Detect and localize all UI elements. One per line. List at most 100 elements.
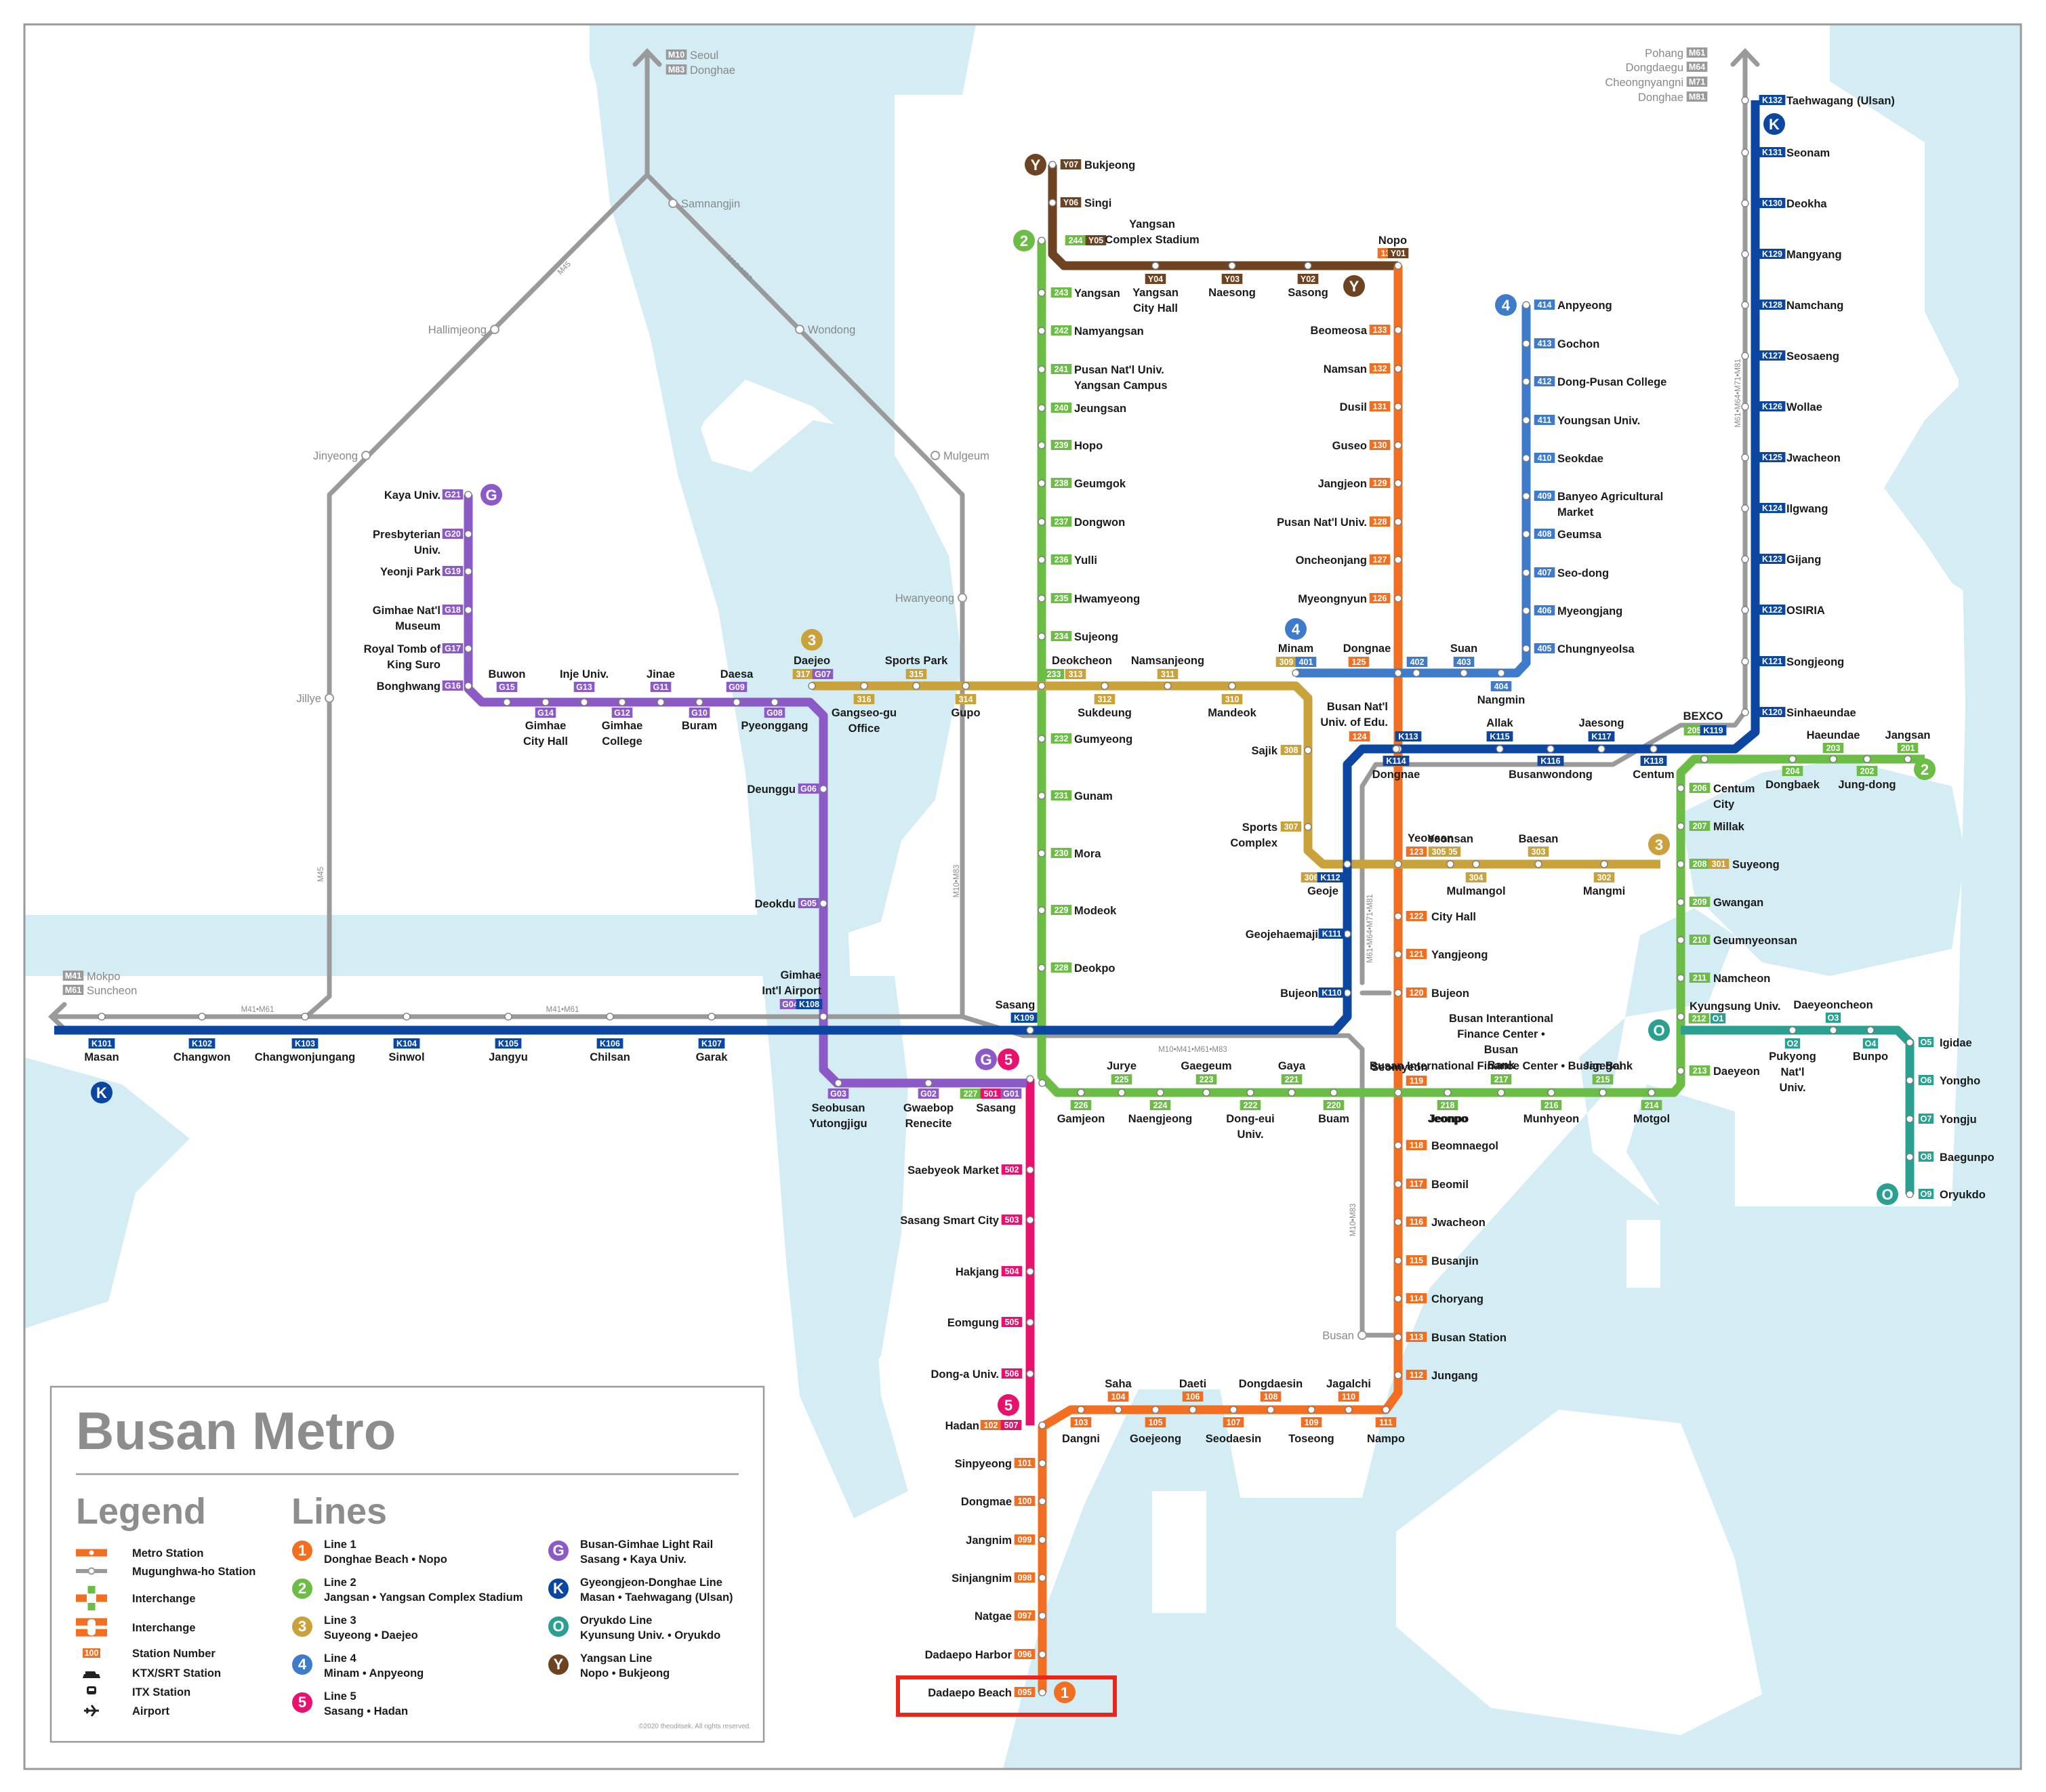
station-dot-daeyeon[interactable] — [1677, 1067, 1685, 1075]
mugunghwa-dot-jinyeong[interactable] — [361, 451, 371, 460]
mugunghwa-dot-samnangjin[interactable] — [668, 199, 678, 208]
station-dot-hakjang[interactable] — [1026, 1267, 1034, 1276]
mugunghwa-dot-jillye[interactable] — [325, 693, 334, 703]
station-dot-bexco[interactable] — [1700, 755, 1709, 763]
station-dot-millak[interactable] — [1677, 822, 1685, 830]
station-dot-dongnae[interactable] — [1392, 745, 1400, 753]
station-dot-hopo[interactable] — [1038, 441, 1046, 449]
station-dot-yeonji-park[interactable] — [464, 567, 472, 575]
station-dot-namsanjeong[interactable] — [1164, 682, 1172, 690]
station-dot-buwon[interactable] — [503, 698, 511, 706]
station-dot-buam[interactable] — [1330, 1088, 1338, 1097]
station-dot-deokcheon[interactable] — [1038, 682, 1046, 690]
station-dot-osiria[interactable] — [1741, 606, 1749, 614]
station-dot-jwacheon[interactable] — [1394, 1218, 1402, 1226]
station-dot-naengjeong[interactable] — [1156, 1088, 1164, 1097]
station-dot-busan-station[interactable] — [1394, 1333, 1402, 1341]
station-dot-seosaeng[interactable] — [1741, 352, 1749, 360]
station-dot-baegunpo[interactable] — [1906, 1153, 1914, 1161]
station-dot-gumyeong[interactable] — [1038, 735, 1046, 743]
station-dot-sujeong[interactable] — [1038, 632, 1046, 640]
station-dot-namyangsan[interactable] — [1038, 327, 1046, 335]
station-dot-seomyeon[interactable] — [1394, 1088, 1402, 1097]
station-dot-geumsa[interactable] — [1522, 530, 1530, 538]
station-dot-sajik[interactable] — [1304, 746, 1312, 754]
station-dot-jeonpo[interactable] — [1444, 1088, 1452, 1097]
station-dot-kyungsung-univ[interactable] — [1677, 1013, 1685, 1021]
station-dot-namsan[interactable] — [1394, 365, 1402, 373]
station-dot-myeongjang[interactable] — [1522, 607, 1530, 615]
station-dot-garak[interactable] — [708, 1013, 716, 1021]
station-dot-royal-tomb-of-king-suro[interactable] — [464, 645, 472, 653]
station-dot-sports-complex[interactable] — [1304, 823, 1312, 831]
station-dot-dangni[interactable] — [1077, 1406, 1085, 1414]
station-dot-yongju[interactable] — [1906, 1115, 1914, 1123]
station-dot-jinae[interactable] — [657, 698, 665, 706]
mugunghwa-dot-mulgeum[interactable] — [930, 451, 940, 460]
station-dot-guseo[interactable] — [1394, 441, 1402, 449]
station-dot-masan[interactable] — [98, 1013, 106, 1021]
station-dot-haeundae[interactable] — [1829, 755, 1837, 763]
station-dot-chilsan[interactable] — [606, 1013, 614, 1021]
station-dot-busanjin[interactable] — [1394, 1257, 1402, 1265]
station-dot-suan[interactable] — [1460, 669, 1468, 677]
station-dot-natgae[interactable] — [1038, 1612, 1046, 1620]
station-dot-daesa[interactable] — [733, 698, 741, 706]
station-dot-busanwondong[interactable] — [1547, 745, 1555, 753]
station-dot-jagalchi[interactable] — [1345, 1406, 1353, 1414]
station-dot-jung-dong[interactable] — [1863, 755, 1871, 763]
station-dot-dong-pusan-college[interactable] — [1522, 378, 1530, 386]
station-dot-sinpyeong[interactable] — [1038, 1459, 1046, 1467]
station-dot-ilgwang[interactable] — [1741, 504, 1749, 512]
station-dot-deokha[interactable] — [1741, 199, 1749, 207]
station-dot-singi[interactable] — [1048, 199, 1057, 207]
station-dot-songjeong[interactable] — [1741, 657, 1749, 666]
station-dot-geumnyeonsan[interactable] — [1677, 936, 1685, 944]
station-dot-yangsan[interactable] — [1038, 289, 1046, 297]
station-dot-bukjeong[interactable] — [1048, 161, 1057, 169]
station-dot-gunam[interactable] — [1038, 792, 1046, 800]
station-dot-dusil[interactable] — [1394, 403, 1402, 411]
station-dot-seobusan[interactable] — [834, 1079, 842, 1087]
station-dot-taehwagang[interactable] — [1741, 96, 1749, 104]
station-dot-geojehaemaji[interactable] — [1343, 930, 1351, 938]
station-dot-namchang[interactable] — [1741, 301, 1749, 309]
station-dot-banyeo-agricultural-market[interactable] — [1522, 492, 1530, 500]
station-dot-sinjangnim[interactable] — [1038, 1574, 1046, 1582]
station-dot-allak[interactable] — [1496, 745, 1504, 753]
station-dot-pusan-nat-l-univ[interactable] — [1394, 518, 1402, 526]
station-dot-jurye[interactable] — [1118, 1088, 1126, 1097]
station-dot-yeonsan[interactable] — [1446, 860, 1454, 868]
station-dot-hwamyeong[interactable] — [1038, 594, 1046, 603]
station-dot-naesong[interactable] — [1228, 262, 1236, 270]
station-dot-suyeong[interactable] — [1677, 860, 1685, 868]
station-dot-nopo[interactable] — [1394, 262, 1402, 270]
station-dot-sasang-k[interactable] — [1026, 1026, 1034, 1034]
station-dot-yangsan-city-hall[interactable] — [1151, 262, 1160, 270]
station-dot-dadaepo-beach[interactable] — [1038, 1688, 1046, 1696]
station-dot-nampo[interactable] — [1382, 1406, 1390, 1414]
station-dot-inje-univ[interactable] — [580, 698, 588, 706]
station-dot-dongnae-1[interactable] — [1394, 669, 1402, 677]
station-dot-gwaebop[interactable] — [924, 1079, 933, 1087]
station-dot-dongmae[interactable] — [1038, 1497, 1046, 1505]
station-dot-yangsan-complex-stadium[interactable] — [1038, 237, 1046, 245]
station-dot-jangjeon[interactable] — [1394, 479, 1402, 487]
station-dot-pusan-nat-l-univ-yangsan-campus[interactable] — [1038, 365, 1046, 373]
station-dot-modeok[interactable] — [1038, 906, 1046, 914]
station-dot-daeti[interactable] — [1189, 1406, 1197, 1414]
station-dot-deunggu[interactable] — [819, 785, 827, 793]
station-dot-sinhaeundae[interactable] — [1741, 708, 1749, 716]
station-dot-wollae[interactable] — [1741, 403, 1749, 411]
station-dot-toseong[interactable] — [1307, 1406, 1315, 1414]
station-dot-deokpo[interactable] — [1038, 964, 1046, 972]
station-dot-kaya-univ[interactable] — [464, 491, 472, 499]
station-dot-oncheonjang[interactable] — [1394, 556, 1402, 564]
station-dot-bunpo[interactable] — [1866, 1026, 1875, 1034]
station-dot-goejeong[interactable] — [1151, 1406, 1160, 1414]
station-dot-gamjeon[interactable] — [1077, 1088, 1085, 1097]
station-dot-gimhae-college[interactable] — [618, 698, 626, 706]
station-dot-dong-a-univ[interactable] — [1026, 1370, 1034, 1378]
station-dot-gimhae-city-hall[interactable] — [541, 698, 550, 706]
station-dot-gochon[interactable] — [1522, 340, 1530, 348]
